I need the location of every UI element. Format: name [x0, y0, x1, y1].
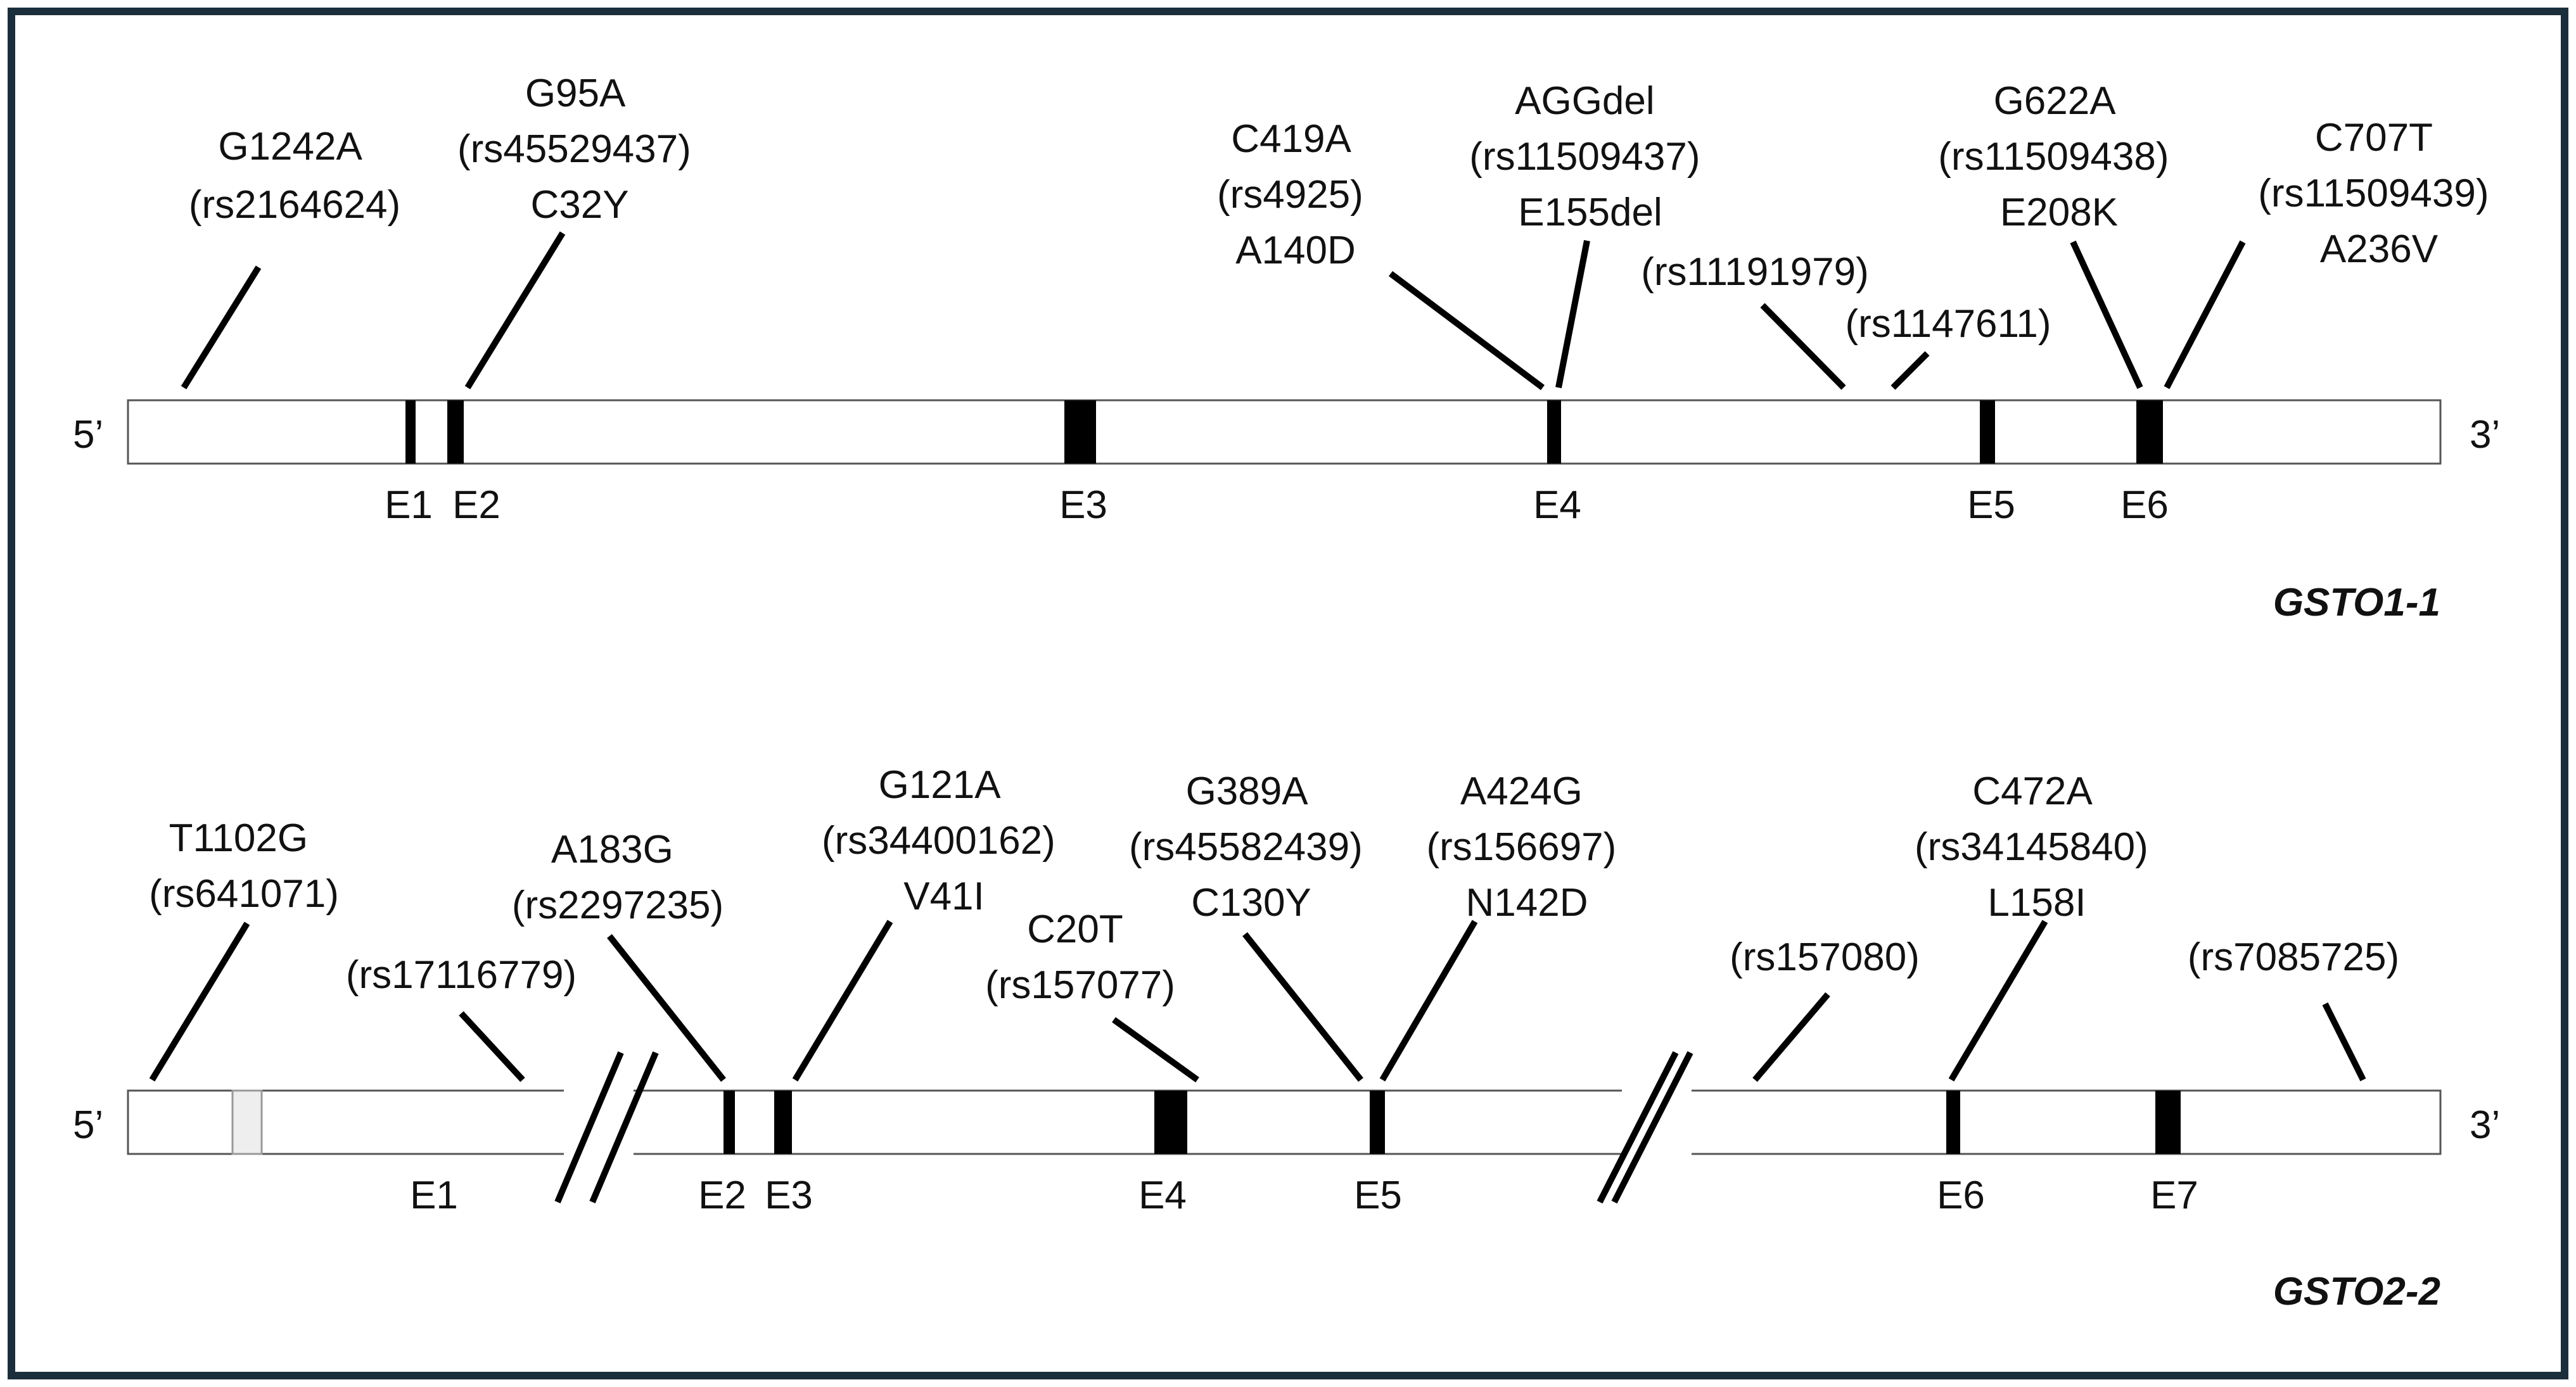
exon-label: E6: [1937, 1174, 1985, 1217]
exon-block: [1154, 1091, 1187, 1154]
gene-track: [127, 1089, 2442, 1155]
variant-pointer-line: [2164, 240, 2246, 390]
exon-label: E1: [385, 483, 433, 527]
exon-label: E3: [765, 1174, 813, 1217]
exon-block: [1370, 1091, 1385, 1154]
variant-label: A424G (rs156697) N142D: [1426, 770, 1627, 925]
variant-label: (rs17116779): [346, 953, 577, 997]
exon-block: [774, 1091, 792, 1154]
exon-label: E6: [2120, 483, 2169, 527]
variant-pointer-line: [1112, 1016, 1199, 1083]
variant-label: AGGdel (rs11509437) E155del: [1469, 79, 1711, 234]
variant-pointer-line: [792, 920, 893, 1082]
variant-label: C20T (rs157077): [985, 908, 1175, 1007]
exon-label: E5: [1967, 483, 2015, 527]
variant-label: (rs157080): [1730, 935, 1920, 979]
variant-label: G622A (rs11509438) E208K: [1938, 79, 2179, 234]
variant-pointer-line: [149, 922, 250, 1082]
variant-pointer-line: [1752, 992, 1830, 1082]
variant-pointer-line: [1389, 271, 1545, 390]
exon-block: [724, 1091, 735, 1154]
exon-block: [1064, 400, 1096, 464]
variant-label: (rs7085725): [2188, 935, 2399, 979]
variant-label: G1242A (rs2164624): [189, 125, 400, 227]
exon-label: E5: [1354, 1174, 1402, 1217]
variant-label: A183G (rs2297235): [512, 828, 724, 927]
exon-label: E1: [410, 1174, 458, 1217]
sequence-break-marker: [1597, 1051, 1693, 1204]
variant-label: C419A (rs4925) A140D: [1217, 117, 1374, 272]
variant-label: (rs1147611): [1845, 302, 2051, 346]
exon-label: E4: [1138, 1174, 1187, 1217]
exon-label: E7: [2150, 1174, 2198, 1217]
variant-pointer-line: [1948, 920, 2048, 1082]
exon-block: [1946, 1091, 1960, 1154]
variant-pointer-line: [1379, 920, 1478, 1082]
exon-block: [1980, 400, 1995, 464]
variant-label: G95A (rs45529437) C32Y: [457, 72, 702, 227]
exon-block: [2136, 400, 2163, 464]
three-prime-label: 3’: [2470, 413, 2500, 457]
variant-pointer-line: [1760, 303, 1846, 390]
exon-label: E2: [698, 1174, 746, 1217]
variant-pointer-line: [607, 934, 726, 1082]
gene-name-label: GSTO2-2: [2273, 1270, 2440, 1314]
variant-label: C472A (rs34145840) L158I: [1915, 770, 2159, 925]
variant-label: T1102G (rs641071): [149, 816, 339, 916]
exon-label: E2: [452, 483, 501, 527]
variant-pointer-line: [459, 1011, 525, 1082]
variant-label: (rs11191979): [1641, 250, 1869, 294]
exon-block: [1547, 400, 1561, 464]
variant-pointer-line: [1555, 240, 1590, 388]
five-prime-label: 5’: [73, 1103, 103, 1147]
sequence-break-marker: [554, 1051, 659, 1203]
variant-label: G389A (rs45582439) C130Y: [1129, 770, 1374, 925]
panel-gsto2: 5’ 3’ E1 E2 E3 E4 E5 E6 E7: [73, 763, 2500, 1314]
gene-track: [127, 399, 2442, 465]
exon-label: E3: [1059, 483, 1107, 527]
variant-label: G121A (rs34400162) V41I: [822, 763, 1066, 918]
exon-block: [447, 400, 464, 464]
variant-pointer-line: [1242, 932, 1363, 1082]
five-prime-label: 5’: [73, 413, 103, 457]
variant-pointer-line: [2070, 240, 2143, 390]
exon-label: E4: [1533, 483, 1581, 527]
variant-pointer-line: [181, 265, 262, 390]
exon-block: [2155, 1091, 2181, 1154]
panel-gsto1: 5’ 3’ E1 E2 E3 E4 E5 E6 G1242A (rs216462…: [73, 72, 2500, 624]
variant-pointer-line: [464, 231, 566, 390]
variant-label: C707T (rs11509439) A236V: [2258, 116, 2499, 271]
gene-name-label: GSTO1-1: [2273, 581, 2440, 624]
three-prime-label: 3’: [2470, 1103, 2500, 1147]
variant-pointer-line: [1891, 351, 1930, 390]
utr-box: [231, 1089, 263, 1155]
exon-block: [405, 400, 416, 464]
variant-pointer-line: [2322, 1002, 2366, 1082]
